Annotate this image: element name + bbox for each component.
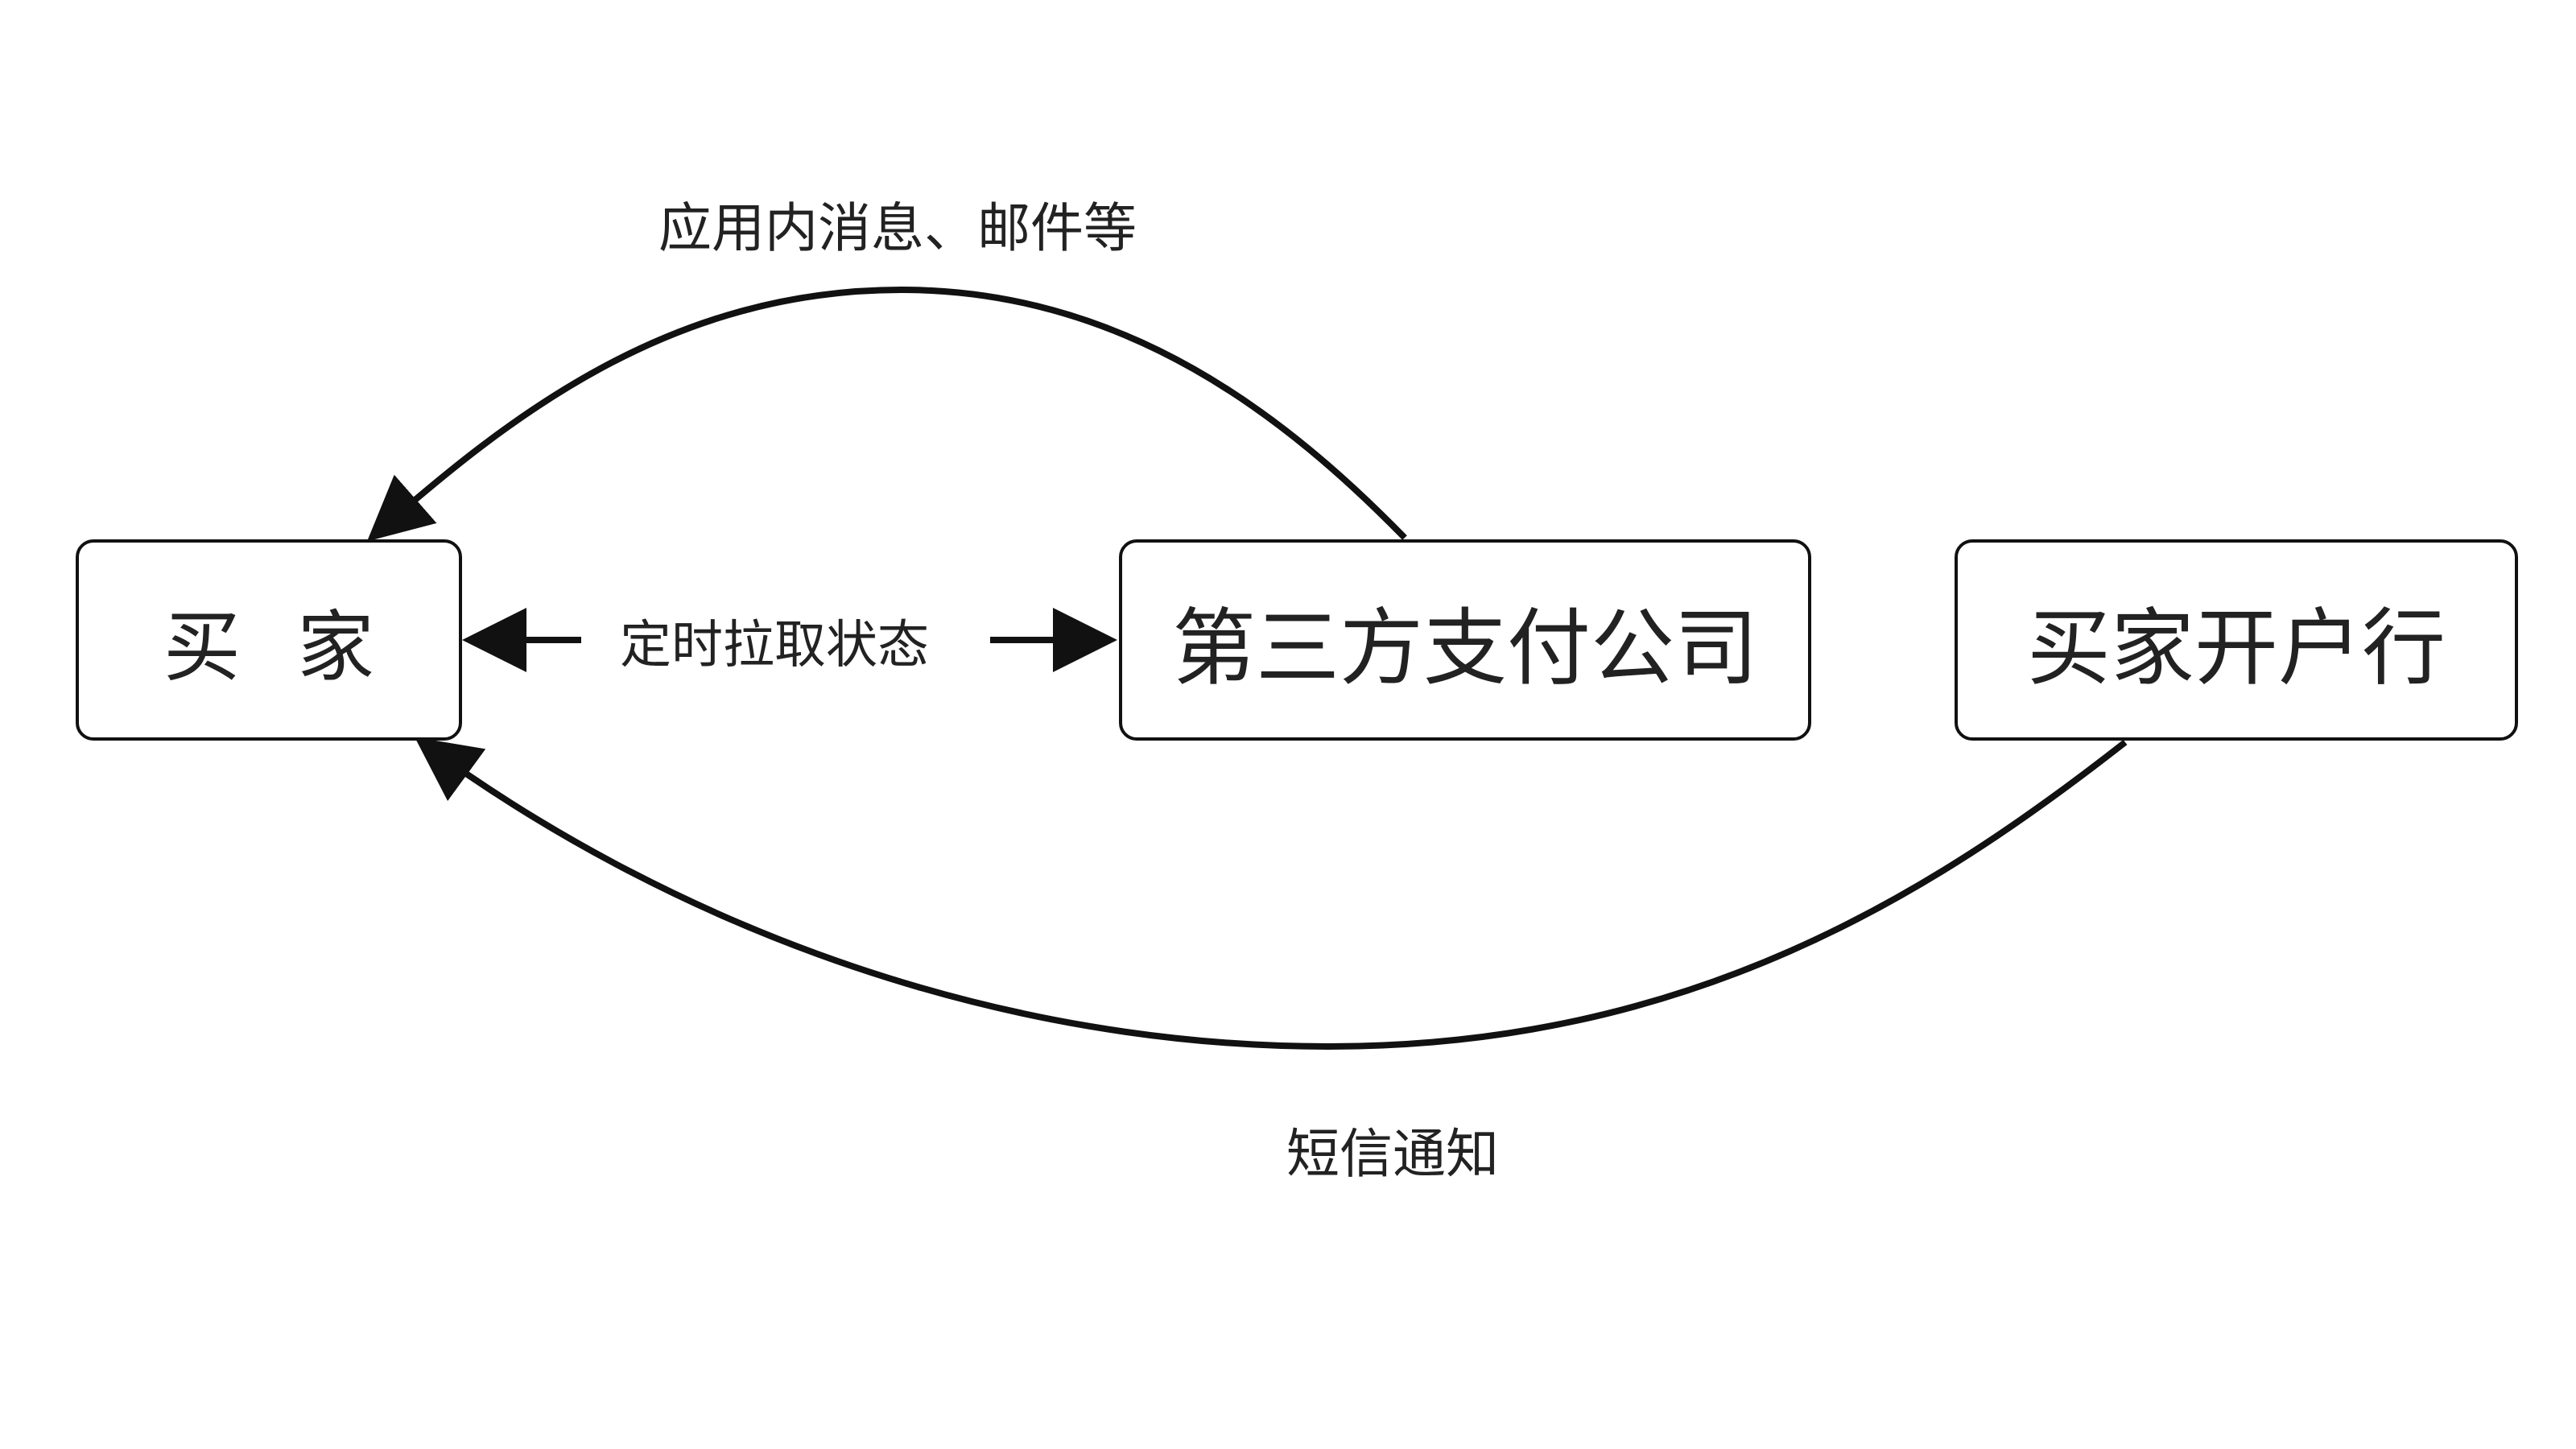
arrow-payco-to-buyer: [366, 286, 1407, 542]
arrow-bank-to-buyer: [415, 737, 2128, 1051]
app-message-label: 应用内消息、邮件等: [658, 185, 1137, 262]
buyer-bank-node: 买家开户行: [1955, 539, 2518, 741]
payment-company-node: 第三方支付公司: [1119, 539, 1811, 741]
sms-notice-label: 短信通知: [1286, 1111, 1499, 1188]
poll-status-label: 定时拉取状态: [620, 604, 929, 678]
buyer-node: 买家: [76, 539, 462, 741]
